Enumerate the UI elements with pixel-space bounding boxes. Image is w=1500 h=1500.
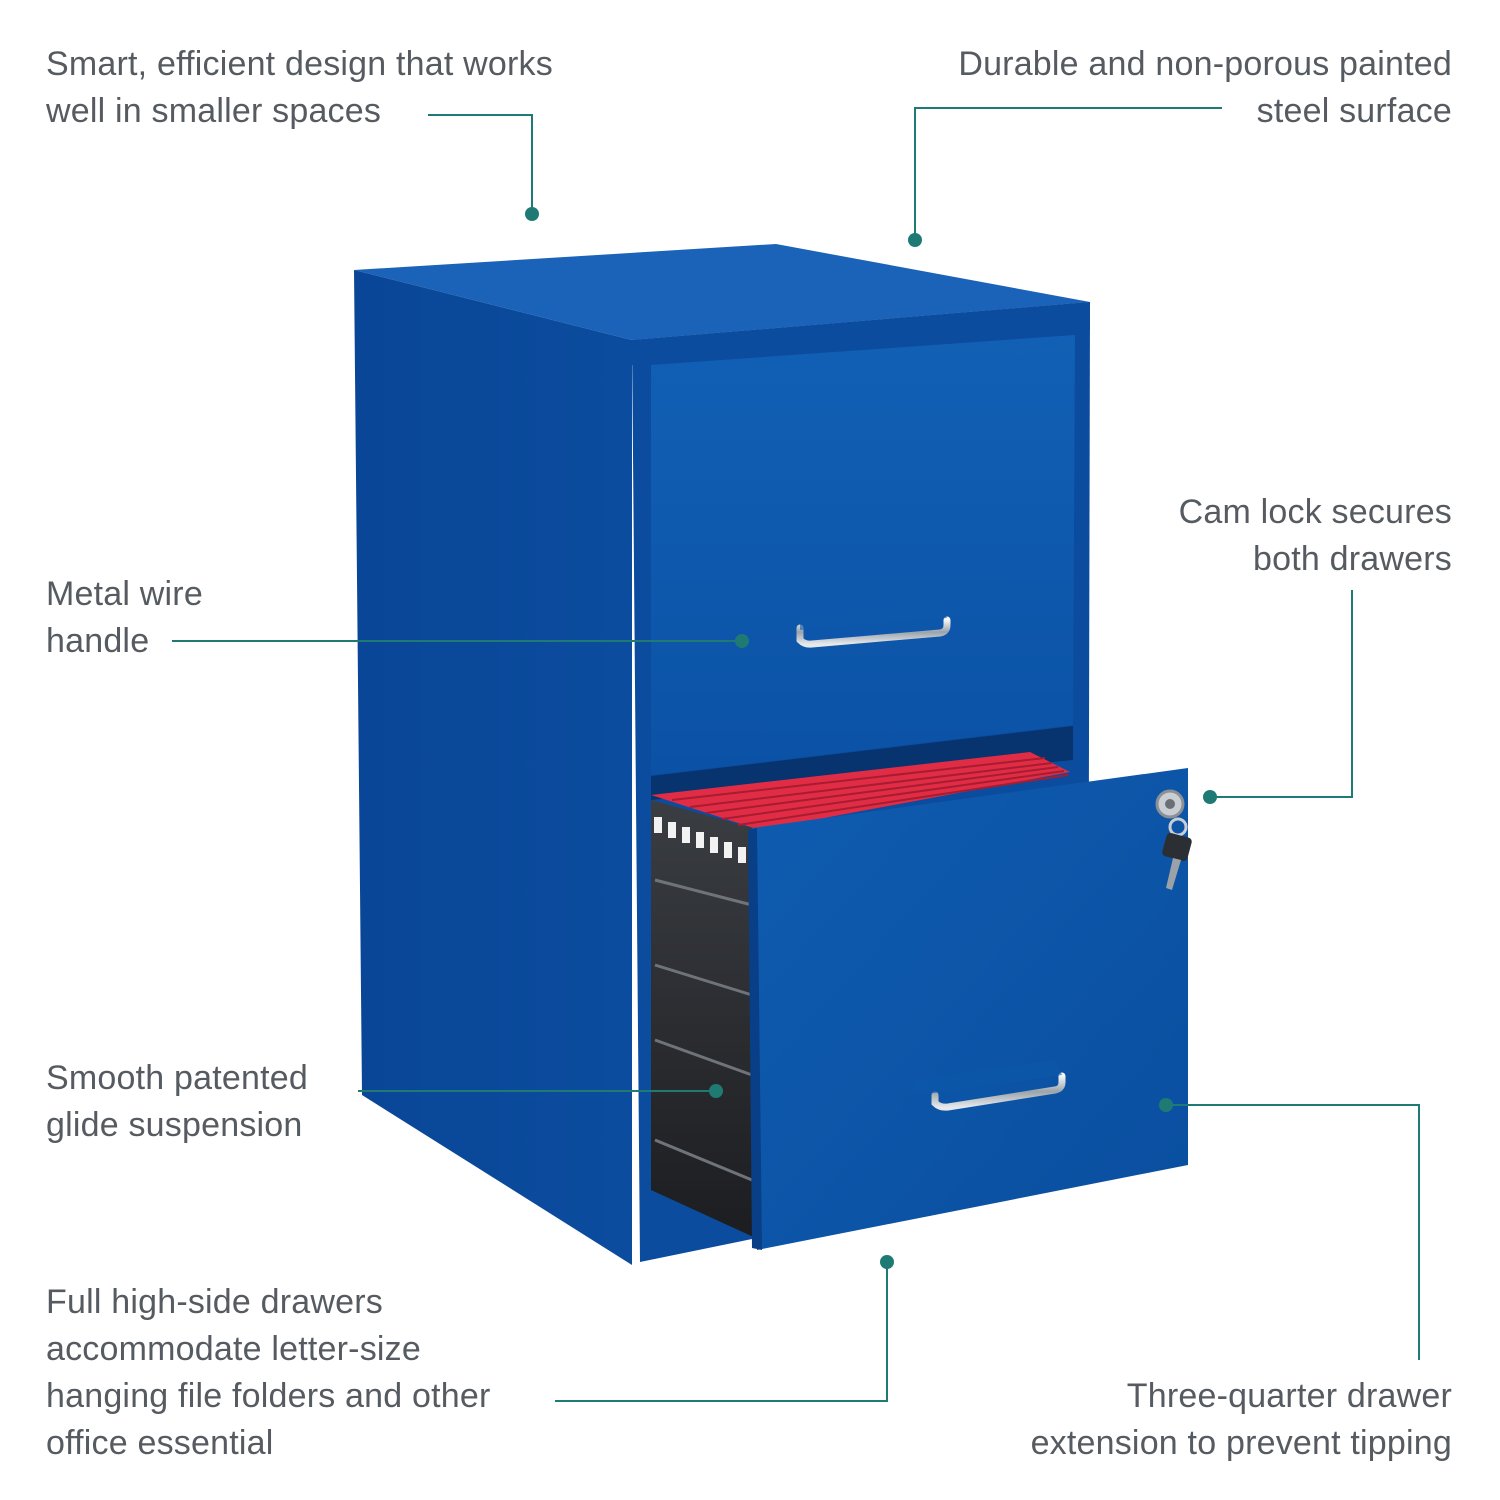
callout-smart-design: Smart, efficient design that works well … [46, 45, 553, 130]
hanging-folders [651, 752, 1070, 863]
callout-glide-suspension: Smooth patented glide suspension [46, 1059, 308, 1144]
callout-dots [525, 207, 1217, 1269]
bottom-drawer-face [752, 768, 1188, 1250]
lock-icon [1155, 789, 1185, 819]
callout-durable-surface: Durable and non-porous painted steel sur… [958, 45, 1452, 130]
callout-full-high-side: Full high-side drawers accommodate lette… [46, 1283, 491, 1462]
glide-rails [654, 878, 753, 1182]
top-drawer-face [651, 335, 1075, 775]
handle-icon [796, 605, 951, 648]
handle-icon [915, 1060, 1066, 1111]
drawer-inner-side [651, 800, 760, 1240]
callout-lines [172, 107, 1420, 1402]
callout-three-quarter-extension: Three-quarter drawer extension to preven… [1030, 1377, 1452, 1462]
callout-cam-lock: Cam lock secures both drawers [1178, 493, 1452, 578]
open-bottom-drawer [651, 752, 1188, 1250]
bottom-drawer-edge [748, 828, 762, 1250]
cabinet-side [354, 270, 632, 1265]
key-icon [1162, 817, 1192, 890]
cabinet-top [354, 244, 1090, 340]
callout-metal-handle: Metal wire handle [46, 575, 203, 660]
drawer-cavity [651, 726, 1073, 800]
